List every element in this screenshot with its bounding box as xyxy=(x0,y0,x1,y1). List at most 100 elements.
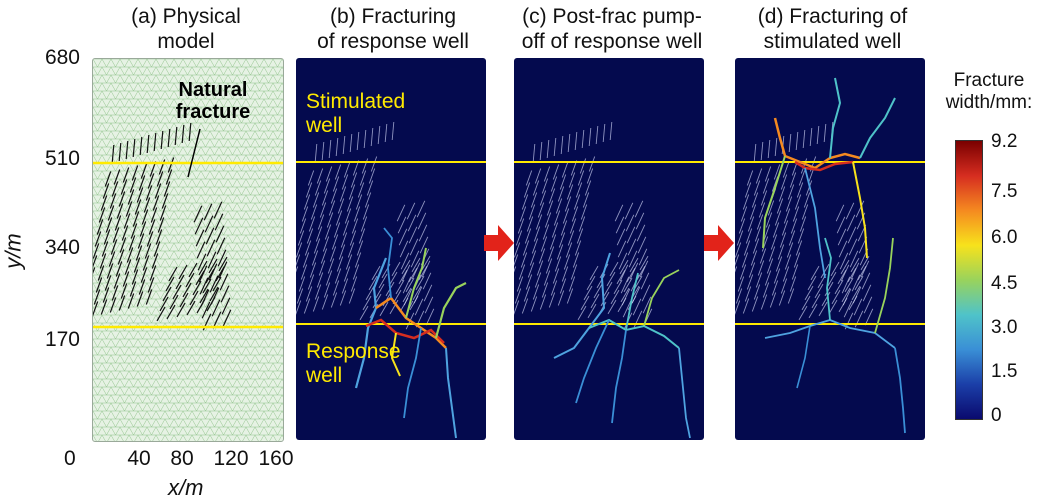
natural-fracture xyxy=(586,168,594,184)
natural-fracture xyxy=(316,272,324,288)
natural-fracture xyxy=(348,288,356,304)
natural-fracture xyxy=(154,183,162,199)
natural-fracture xyxy=(607,299,617,315)
natural-fracture xyxy=(189,290,199,306)
natural-fracture xyxy=(148,219,156,235)
natural-fracture xyxy=(351,218,359,234)
natural-fracture xyxy=(303,298,311,314)
natural-fracture xyxy=(550,280,558,296)
natural-fracture xyxy=(838,297,848,313)
natural-fracture xyxy=(782,162,790,178)
natural-fracture xyxy=(415,275,425,291)
natural-fracture xyxy=(112,227,120,243)
natural-fracture xyxy=(514,254,519,267)
natural-fracture xyxy=(216,237,226,255)
natural-fracture xyxy=(125,140,129,160)
natural-fracture xyxy=(572,252,580,268)
natural-fracture xyxy=(755,272,763,288)
natural-fracture xyxy=(751,296,759,312)
natural-fracture xyxy=(619,264,629,282)
natural-fracture xyxy=(354,252,362,268)
natural-fracture xyxy=(131,165,139,181)
natural-fracture xyxy=(402,287,412,303)
natural-fracture xyxy=(408,267,418,283)
colorbar-tick: 4.5 xyxy=(991,273,1018,294)
natural-fracture xyxy=(549,234,557,250)
natural-fracture xyxy=(128,235,136,251)
natural-fracture xyxy=(328,200,336,216)
natural-fracture xyxy=(222,309,232,327)
natural-fracture xyxy=(770,234,778,250)
natural-fracture xyxy=(796,182,804,198)
natural-fracture xyxy=(629,257,639,273)
natural-fracture xyxy=(399,297,409,313)
natural-fracture xyxy=(771,280,779,296)
natural-fracture xyxy=(577,305,587,321)
natural-fracture xyxy=(156,306,166,322)
natural-fracture xyxy=(546,139,550,159)
natural-fracture xyxy=(366,180,374,196)
colorbar-tick: 0 xyxy=(991,405,1002,426)
natural-fracture xyxy=(738,218,746,234)
natural-fracture xyxy=(827,271,837,287)
natural-fracture xyxy=(530,192,538,208)
natural-fracture xyxy=(122,271,130,287)
natural-fracture xyxy=(851,274,861,292)
natural-fracture xyxy=(186,300,196,316)
natural-fracture xyxy=(341,174,349,190)
natural-fracture xyxy=(153,132,157,152)
natural-fracture xyxy=(525,274,533,290)
natural-fracture xyxy=(628,250,638,268)
natural-fracture xyxy=(834,279,844,295)
natural-fracture xyxy=(349,133,353,153)
natural-fracture xyxy=(613,279,623,295)
natural-fracture xyxy=(104,275,112,291)
natural-fracture xyxy=(335,210,343,226)
natural-fracture xyxy=(588,127,592,147)
natural-fracture xyxy=(350,172,358,188)
natural-fracture xyxy=(412,285,422,301)
colorbar-tick: 7.5 xyxy=(991,181,1018,202)
natural-fracture xyxy=(556,244,564,260)
natural-fracture xyxy=(419,236,429,254)
natural-fracture xyxy=(406,202,416,220)
natural-fracture xyxy=(774,210,782,226)
natural-fracture xyxy=(569,218,577,234)
arrow-right-icon xyxy=(484,225,514,261)
natural-fracture xyxy=(118,142,122,162)
natural-fracture xyxy=(616,228,626,246)
natural-fracture xyxy=(773,164,781,180)
natural-fracture xyxy=(398,269,408,285)
natural-fracture xyxy=(795,131,799,151)
natural-fracture xyxy=(416,200,426,218)
natural-fracture xyxy=(378,273,388,289)
natural-fracture xyxy=(300,264,308,280)
natural-fracture xyxy=(218,256,228,272)
natural-fracture xyxy=(409,295,419,311)
natural-fracture xyxy=(795,240,803,256)
natural-fracture xyxy=(299,218,307,234)
natural-fracture xyxy=(610,289,620,305)
natural-fracture xyxy=(550,176,558,192)
x-tick-40: 40 xyxy=(127,447,151,470)
natural-fracture xyxy=(316,168,324,184)
natural-fracture xyxy=(849,250,859,268)
natural-fracture xyxy=(181,124,185,144)
natural-fracture xyxy=(521,298,529,314)
natural-fracture xyxy=(111,181,119,197)
natural-fracture xyxy=(398,228,408,246)
natural-fracture xyxy=(539,190,547,206)
natural-fracture xyxy=(411,257,421,273)
natural-fracture xyxy=(364,192,372,208)
natural-fracture xyxy=(321,141,325,161)
natural-fracture xyxy=(609,261,619,277)
colorbar-tick: 3.0 xyxy=(991,317,1018,338)
natural-fracture-traces xyxy=(514,121,653,330)
natural-fracture xyxy=(336,256,344,272)
natural-fracture xyxy=(840,259,850,275)
natural-fracture xyxy=(782,266,790,282)
natural-fracture xyxy=(769,292,777,308)
natural-fracture xyxy=(145,185,153,201)
natural-fracture xyxy=(862,284,872,302)
natural-fracture xyxy=(542,224,550,240)
